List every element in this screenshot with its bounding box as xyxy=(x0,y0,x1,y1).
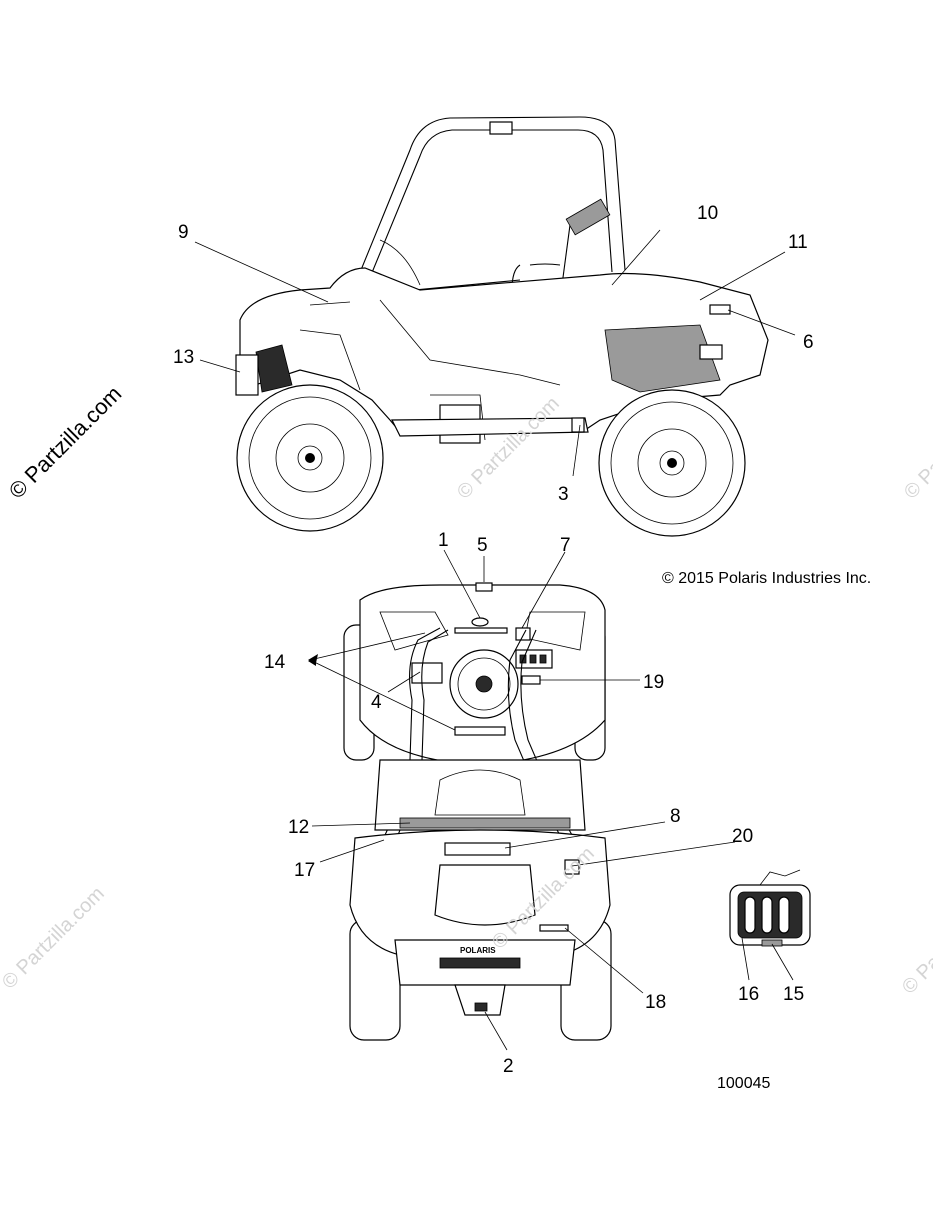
hood-bar xyxy=(454,627,508,634)
small-component xyxy=(729,869,811,947)
dash-decal-4 xyxy=(411,662,443,684)
callout-4: 4 xyxy=(371,692,382,713)
callout-2: 2 xyxy=(503,1056,514,1077)
callout-3: 3 xyxy=(558,484,569,505)
copyright-notice: © 2015 Polaris Industries Inc. xyxy=(662,570,871,587)
dash-decal-19 xyxy=(521,675,541,685)
callout-5: 5 xyxy=(477,535,488,556)
watermark-faint-right: © Partzilla.com xyxy=(900,393,933,504)
callout-15: 15 xyxy=(783,984,804,1005)
watermark-faint-right-bottom: © Partzilla.com xyxy=(898,888,933,999)
watermark-faint-left: © Partzilla.com xyxy=(0,883,109,994)
callout-18: 18 xyxy=(645,992,666,1013)
cargo-box xyxy=(434,864,536,926)
rear-decal-6 xyxy=(709,304,731,315)
rear-decal-18 xyxy=(539,924,569,932)
callout-17: 17 xyxy=(294,860,315,881)
top-seat-area xyxy=(374,759,586,831)
component-clip xyxy=(761,939,783,947)
callout-8: 8 xyxy=(670,806,681,827)
callout-19: 19 xyxy=(643,672,664,693)
front-light-13 xyxy=(235,354,259,396)
side-decal-3 xyxy=(571,417,585,433)
rear-decal-8 xyxy=(444,842,511,856)
hitch xyxy=(454,984,506,1016)
dash-decal-7 xyxy=(515,627,531,641)
rear-engine-area xyxy=(604,324,721,393)
callout-1: 1 xyxy=(438,530,449,551)
rear-decal xyxy=(699,344,723,360)
hood-decal-5 xyxy=(475,582,493,592)
callout-12: 12 xyxy=(288,817,309,838)
callout-10: 10 xyxy=(697,203,718,224)
leader-lines xyxy=(194,229,796,1051)
grille xyxy=(439,957,521,969)
callout-14: 14 xyxy=(264,652,286,673)
rear-decal-20 xyxy=(564,859,580,875)
callout-6: 6 xyxy=(803,332,814,353)
front-grille-detail xyxy=(255,344,293,393)
callout-numbers: 1 2 3 4 5 6 7 8 9 10 11 12 13 14 15 16 1… xyxy=(173,203,814,1077)
side-skid xyxy=(391,417,589,437)
callout-16: 16 xyxy=(738,984,759,1005)
top-view-vehicle: POLARIS xyxy=(343,582,612,1041)
callout-11: 11 xyxy=(788,232,808,253)
side-view-vehicle xyxy=(235,116,769,537)
shock-spring xyxy=(565,198,611,236)
cage-label-plate xyxy=(489,121,513,135)
rear-bar-12 xyxy=(399,817,571,829)
grille-logo: POLARIS xyxy=(460,946,496,955)
callout-9: 9 xyxy=(178,222,189,243)
watermark-main: © Partzilla.com xyxy=(4,381,127,504)
callout-20: 20 xyxy=(732,826,753,847)
hood-decal-1 xyxy=(471,617,489,627)
diagram-id: 100045 xyxy=(717,1075,770,1092)
callout-13: 13 xyxy=(173,347,194,368)
callout-7: 7 xyxy=(560,535,571,556)
seat-decal-14 xyxy=(454,726,506,736)
